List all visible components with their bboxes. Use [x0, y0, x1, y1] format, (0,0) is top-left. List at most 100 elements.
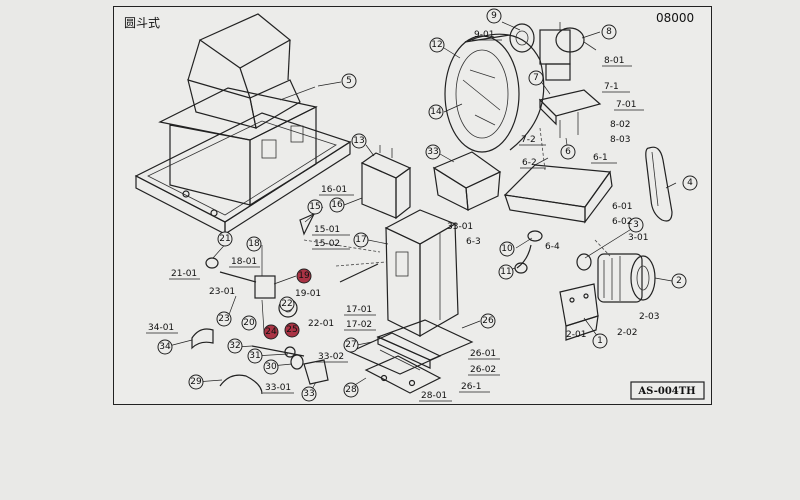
label-22-01: 22-01	[308, 319, 334, 329]
callout-1: 1	[592, 333, 608, 349]
callout-31: 31	[247, 348, 263, 364]
callout-number: 2	[676, 276, 682, 286]
diagram-code: 08000	[656, 11, 694, 25]
callout-10: 10	[499, 241, 515, 257]
callout-3: 3	[628, 217, 644, 233]
label-6-02: 6-02	[612, 217, 632, 227]
label-33-01-top: 33-01	[447, 222, 473, 232]
label-15-01: 15-01	[314, 225, 340, 235]
callout-number: 10	[501, 244, 513, 254]
diagram-title: 圆斗式	[124, 16, 160, 30]
callout-14: 14	[428, 104, 444, 120]
callout-29: 29	[188, 374, 204, 390]
label-19-01: 19-01	[295, 289, 321, 299]
callout-number: 22	[281, 299, 292, 309]
callout-number: 16	[331, 200, 343, 210]
callout-number: 33	[427, 147, 438, 157]
callout-number: 17	[355, 235, 366, 245]
label-7-2: 7-2	[521, 135, 536, 145]
assembly-line	[335, 261, 387, 267]
label-7-1: 7-1	[604, 82, 619, 92]
callout-16: 16	[329, 197, 345, 213]
label-8-02: 8-02	[610, 120, 630, 130]
label-7-01: 7-01	[616, 100, 636, 110]
callout-18: 18	[246, 236, 262, 252]
motor-bracket-part	[559, 283, 599, 341]
label-21-01: 21-01	[171, 269, 197, 279]
callout-number: 13	[353, 136, 364, 146]
callout-number: 28	[345, 385, 357, 395]
callout-number: 23	[218, 314, 229, 324]
label-17-02: 17-02	[346, 320, 372, 330]
label-23-01: 23-01	[209, 287, 235, 297]
tray-part	[503, 157, 613, 224]
label-9-01: 9-01	[474, 30, 494, 40]
callout-number: 6	[565, 147, 571, 157]
hopper-part	[432, 151, 502, 212]
label-2-01: 2-01	[566, 330, 586, 340]
frame-column-part	[384, 209, 459, 338]
label-16-01: 16-01	[321, 185, 347, 195]
callout-17: 17	[353, 232, 369, 248]
model-code: AS-004TH	[637, 386, 695, 397]
callout-number: 21	[219, 234, 230, 244]
callout-number: 1	[597, 336, 603, 346]
callout-24: 24	[263, 324, 279, 340]
callout-30: 30	[263, 359, 279, 375]
callout-number: 33	[303, 389, 314, 399]
callout-21: 21	[217, 231, 233, 247]
callout-34: 34	[157, 339, 173, 355]
belt-part	[645, 146, 673, 222]
callout-number: 18	[248, 239, 260, 249]
callout-11: 11	[498, 264, 514, 280]
callout-15: 15	[307, 199, 323, 215]
callout-number: 3	[633, 220, 639, 230]
label-26-02: 26-02	[470, 365, 496, 375]
label-3-01: 3-01	[628, 233, 648, 243]
callout-number: 31	[249, 351, 260, 361]
reducer-part	[509, 22, 597, 81]
label-2-03: 2-03	[639, 312, 659, 322]
chute-part	[514, 230, 543, 274]
label-8-03: 8-03	[610, 135, 630, 145]
machine-body-part	[134, 13, 352, 236]
label-6-01: 6-01	[612, 202, 632, 212]
label-6-4: 6-4	[545, 242, 560, 252]
label-8-01: 8-01	[604, 56, 624, 66]
model-box	[630, 381, 705, 400]
callout-number: 4	[687, 178, 693, 188]
label-33-02: 33-02	[318, 352, 344, 362]
box-part	[360, 145, 412, 220]
motor-part	[576, 253, 656, 303]
bracket-part	[538, 89, 602, 138]
callout-23: 23	[216, 311, 232, 327]
callout-number: 24	[265, 327, 277, 337]
label-6-3: 6-3	[466, 237, 481, 247]
callout-number: 20	[243, 318, 255, 328]
callout-number: 32	[229, 341, 240, 351]
label-34-01: 34-01	[148, 323, 174, 333]
callout-7: 7	[528, 70, 544, 86]
callout-number: 27	[345, 340, 356, 350]
assembly-line	[303, 239, 381, 253]
callout-20: 20	[241, 315, 257, 331]
callout-22: 22	[279, 296, 295, 312]
label-26-01: 26-01	[470, 349, 496, 359]
assembly-line	[594, 239, 611, 257]
label-6-2: 6-2	[522, 158, 537, 168]
label-33-01-bottom: 33-01	[265, 383, 291, 393]
callout-12: 12	[429, 37, 445, 53]
callout-number: 12	[431, 40, 442, 50]
part-labels: 9-01 8-01 7-1 7-01 7-2 8-02 8-03 6-2 6-1…	[148, 30, 659, 401]
callout-number: 15	[309, 202, 320, 212]
callout-9: 9	[486, 8, 502, 24]
label-15-02: 15-02	[314, 239, 340, 249]
callout-number: 9	[491, 11, 497, 21]
callout-32: 32	[227, 338, 243, 354]
label-underlines	[146, 39, 644, 402]
callout-2: 2	[671, 273, 687, 289]
callout-8: 8	[601, 24, 617, 40]
base-plate-part	[348, 319, 474, 394]
